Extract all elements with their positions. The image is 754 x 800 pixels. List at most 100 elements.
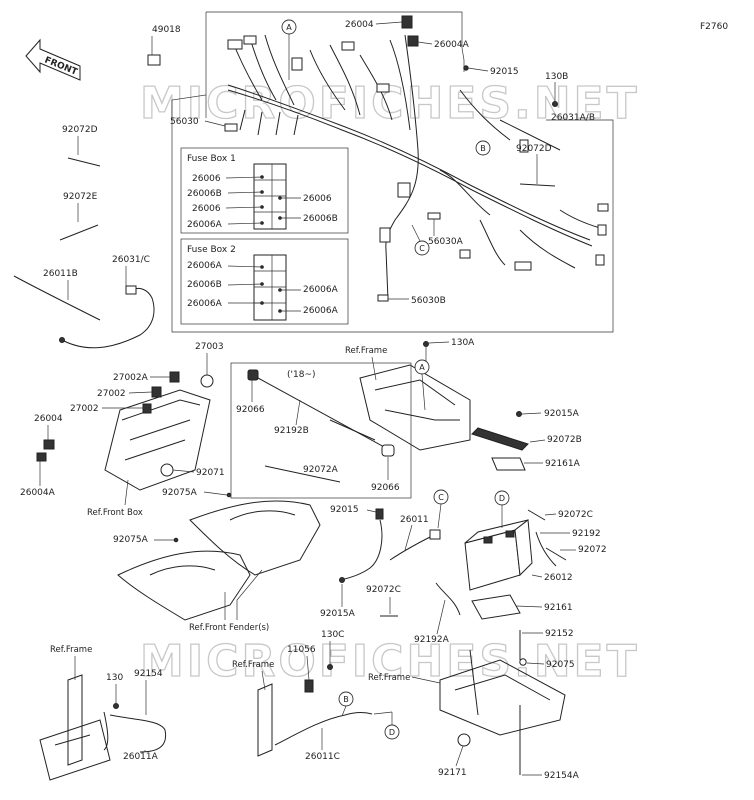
ref-frame-right: Ref.Frame	[368, 673, 410, 683]
label-92075: 92075	[546, 660, 575, 670]
diagram-code: F2760	[700, 22, 728, 32]
label-92154A: 92154A	[544, 771, 580, 781]
label-27002A: 27002A	[113, 373, 149, 383]
fuse-box-1: Fuse Box 1 26006 26006B 26006 26006A 260…	[180, 147, 349, 234]
fb2-left-label-2: 26006B	[187, 280, 222, 290]
fb1-right-label-1: 26006	[303, 194, 332, 204]
fuse-box-2: Fuse Box 2 26006A 26006B 26006A 26006A 2…	[180, 238, 349, 325]
label-26004A-left: 26004A	[20, 488, 56, 498]
part-92161-icon	[471, 594, 521, 620]
label-92072D-right: 92072D	[516, 144, 552, 154]
front-box-assembly	[36, 371, 214, 491]
label-92072C-right: 92072C	[558, 510, 593, 520]
label-26004A-top: 26004A	[434, 40, 470, 50]
part-92075-icon	[519, 658, 527, 666]
label-92066-b: 92066	[371, 483, 400, 493]
front-arrow-icon: FRONT	[25, 38, 81, 81]
callout-D-bottom: D	[373, 711, 400, 740]
part-92015-top-icon	[463, 65, 469, 71]
fb2-left-label-3: 26006A	[187, 299, 223, 309]
part-26004A-top-icon	[407, 35, 419, 47]
part-92072D-left-icon	[67, 157, 101, 167]
label-27002-a: 27002	[97, 389, 126, 399]
part-49018-icon	[147, 54, 161, 66]
fb1-left-label-2: 26006B	[187, 189, 222, 199]
label-92161: 92161	[544, 603, 573, 613]
svg-text:B: B	[343, 695, 349, 704]
label-26011B: 26011B	[43, 269, 78, 279]
ref-front-box: Ref.Front Box	[87, 508, 143, 518]
label-92015A-top: 92015A	[544, 409, 580, 419]
callout-C-mid: C	[433, 489, 449, 529]
label-92015-top: 92015	[490, 67, 519, 77]
label-27002-b: 27002	[70, 404, 99, 414]
label-92015A-mid: 92015A	[320, 609, 356, 619]
label-49018: 49018	[152, 25, 181, 35]
label-26004-top: 26004	[345, 20, 374, 30]
fb2-right-label-2: 26006A	[303, 306, 339, 316]
label-56030A: 56030A	[428, 237, 464, 247]
part-26031AB-connector-icon	[597, 203, 609, 212]
label-26011: 26011	[400, 515, 429, 525]
callout-B-bottom: B	[338, 691, 354, 717]
battery-tray	[439, 649, 566, 775]
label-26011C: 26011C	[305, 752, 340, 762]
ref-front-fenders: Ref.Front Fender(s)	[189, 623, 269, 633]
fb1-right-label-2: 26006B	[303, 214, 338, 224]
part-92072B-icon	[471, 427, 529, 451]
fb2-right-label-1: 26006A	[303, 285, 339, 295]
label-92072C-mid: 92072C	[366, 585, 401, 595]
label-92015-mid: 92015	[330, 505, 359, 515]
part-92161A-icon	[491, 457, 526, 471]
svg-text:C: C	[438, 493, 444, 502]
svg-text:D: D	[389, 728, 395, 737]
label-27003: 27003	[195, 342, 224, 352]
label-11056: 11056	[287, 645, 316, 655]
label-92072D-left: 92072D	[62, 125, 98, 135]
label-92072B: 92072B	[547, 435, 582, 445]
fb2-left-label-1: 26006A	[187, 261, 223, 271]
bottom-left-frame	[39, 674, 167, 781]
label-130B: 130B	[545, 72, 568, 82]
label-92192: 92192	[572, 529, 601, 539]
fuse-box-1-title: Fuse Box 1	[187, 154, 236, 164]
ref-frame-middle: Ref.Frame	[232, 660, 274, 670]
label-92072: 92072	[578, 545, 607, 555]
part-92015A-top-icon	[516, 411, 522, 417]
label-130-left: 130	[106, 673, 123, 683]
part-130B-icon	[552, 101, 558, 107]
main-wiring-harness	[227, 34, 607, 301]
svg-text:B: B	[480, 144, 486, 153]
svg-text:C: C	[419, 244, 425, 253]
part-92072-icon	[545, 547, 567, 561]
label-26031AB: 26031A/B	[551, 113, 595, 123]
label-92075A-a: 92075A	[162, 488, 198, 498]
rod-subbox: ('18~)	[230, 362, 412, 499]
svg-text:A: A	[419, 363, 425, 372]
part-92192-icon	[535, 531, 557, 567]
part-26004-top-icon	[401, 15, 413, 29]
label-92192A: 92192A	[414, 635, 450, 645]
callout-C-top: C	[411, 224, 430, 256]
label-26004-left: 26004	[34, 414, 63, 424]
label-92192B: 92192B	[274, 426, 309, 436]
label-92072A: 92072A	[303, 465, 339, 475]
part-92072C-right-icon	[527, 509, 546, 521]
watermark-bottom: MICROFICHES.NET	[140, 636, 640, 687]
part-56030A-icon	[427, 212, 441, 220]
label-26031C: 26031/C	[112, 255, 150, 265]
svg-text:A: A	[286, 23, 292, 32]
fuse-box-2-title: Fuse Box 2	[187, 245, 236, 255]
fb1-left-label-1: 26006	[192, 174, 221, 184]
label-92171: 92171	[438, 768, 467, 778]
label-26012: 26012	[544, 573, 573, 583]
label-56030B: 56030B	[411, 296, 446, 306]
ref-frame-center: Ref.Frame	[345, 346, 387, 356]
part-56030-icon	[224, 123, 238, 132]
label-92075A-b: 92075A	[113, 535, 149, 545]
ref-frame-left: Ref.Frame	[50, 645, 92, 655]
label-26011A: 26011A	[123, 752, 159, 762]
label-92152: 92152	[545, 629, 574, 639]
harness-box-outline	[171, 11, 614, 333]
